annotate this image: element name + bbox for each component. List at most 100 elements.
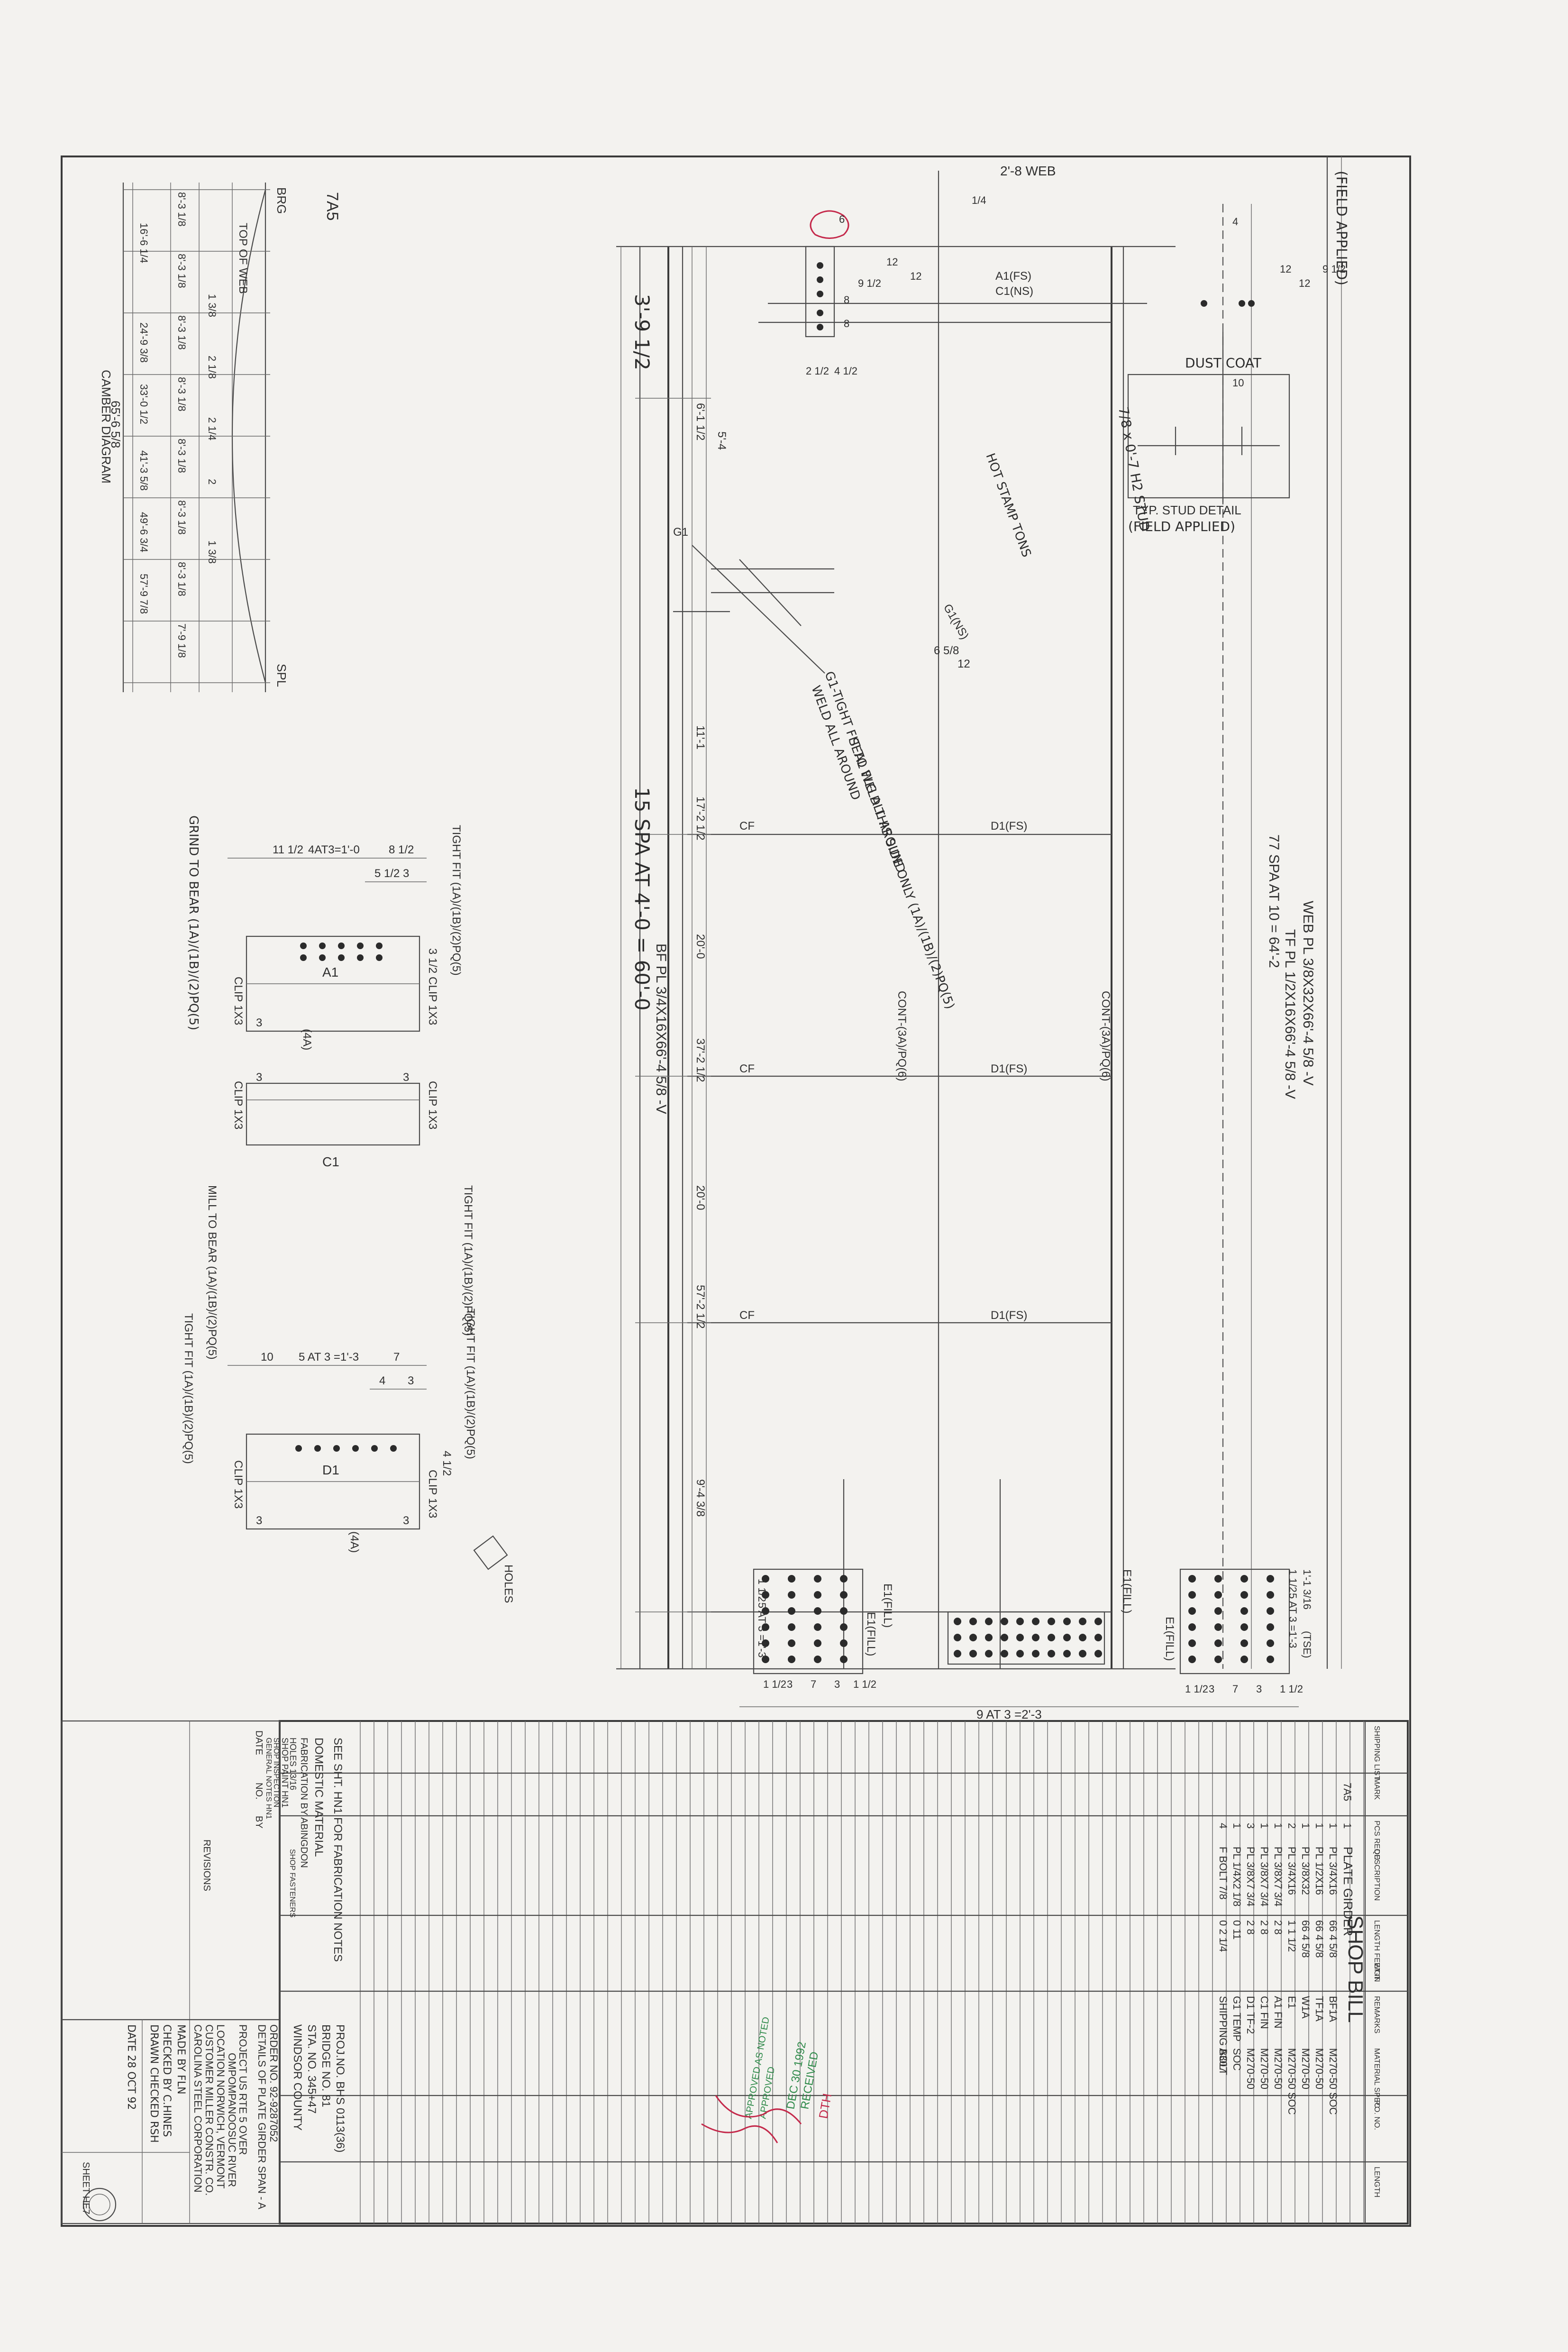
hole-dim-left: 1 1/2 [853,1678,876,1690]
d1-holes-note: HOLES [502,1565,515,1603]
rev-header: REVISIONS [201,1840,212,1891]
bill-cell-len: 0 2 1/4 [1217,1920,1229,1952]
d1-dim: 3 [403,1514,409,1527]
camber-station: 49'-6 3/4 [138,512,150,552]
bolt-hole [814,1607,821,1615]
d1-clip: CLIP 1X3 [426,1470,439,1518]
bill-cell-pcs: 1 [1272,1823,1284,1829]
county: WINDSOR COUNTY [291,2024,304,2131]
bolt-hole [1188,1575,1196,1583]
detail-c1 [246,1082,420,1146]
camber-title: CAMBER DIAGRAM [99,370,113,484]
bill-cell-pcs: 1 [1231,1823,1243,1829]
bolt-hole [1094,1634,1102,1641]
bolt-hole [840,1623,848,1631]
bolt-hole [1016,1634,1024,1641]
bill-cell-spec: M270-50 [1272,2048,1284,2089]
camber-diagram: BRG SPL TOP OF WEB CAMBER DIAGRAM 65'-6 … [99,183,289,692]
camber-station: 16'-6 1/4 [138,223,150,263]
d1-weld4a: (4A) [348,1531,361,1553]
camber-station: 33'-0 1/2 [138,384,150,424]
project: PROJECT US RTE 5 OVER [237,2024,249,2155]
thickness: 6 5/8 [934,644,959,657]
upper-dim: 1/4 [972,194,986,206]
hole-dim-right: 3 [1209,1683,1214,1695]
detail-a1 [228,858,427,1032]
fab-line: SHOP INSPECTION [272,1738,280,1807]
web-plate-label: WEB PL 3/8X32X66'-4 5/8 -V [1300,901,1316,1086]
bolt-hole [1188,1656,1196,1663]
bolt-hole [1032,1634,1039,1641]
bill-cell-desc: PLATE GIRDER [1341,1847,1355,1936]
bill-header: PCS REQD [1373,1821,1381,1860]
bolt-hole [1016,1650,1024,1657]
d1-tight-fit: TIGHT FIT (1A)/(1B)/(2)PQ(5) [464,1309,477,1459]
dim-left: 9'-4 3/8 [694,1479,707,1517]
d1-holes: 5 AT 3 =1'-3 [299,1351,359,1364]
end-fill: E1(FILL) [865,1612,877,1656]
bolt-hole [969,1634,977,1641]
hole-dim-left: 3 [787,1678,793,1690]
bolt-hole [762,1591,769,1599]
bill-cell-desc: PL 3/4X16 [1286,1847,1298,1895]
a1-dim: 3 1/2 [426,948,439,973]
bill-note: SEE SHT. HN1 FOR FABRICATION NOTES [331,1738,344,1962]
c1-clip: CLIP 1X3 [426,1081,439,1129]
bolt-hole [1079,1650,1086,1657]
detail-d1 [228,1365,508,1570]
sheet-no: SHEET HE7 [81,2162,91,2215]
bolt-hole [788,1591,795,1599]
bolt-hole [954,1618,961,1625]
bill-header: LENGTH FEET IN [1373,1920,1381,1982]
camber-span: 8'-3 1/8 [176,192,188,227]
shop-fasteners: SHOP FASTENERS [288,1849,296,1918]
bolt-hole [762,1639,769,1647]
bill-cell-pcs: 4 [1217,1823,1229,1829]
dim-left: 11'-1 [694,725,707,750]
hole-dim-right: (TSE) [1301,1631,1313,1658]
sta-no: STA. NO. 345+47 [305,2024,318,2114]
bill-header: P.O. NO. [1373,2100,1381,2130]
bolt-hole [762,1575,769,1583]
upper-dim: 12 [886,256,898,268]
bolt-hole [1001,1618,1008,1625]
bill-cell-pcs: 1 [1300,1823,1312,1829]
checked-by: CHECKED BY C.HINES [161,2024,173,2137]
stud-spacing-label: 77 SPA AT 10 = 64'-2 [1266,834,1282,968]
bill-cell-rem: W1A [1300,1996,1312,2019]
bill-cell-rem: A1 FIN [1272,1996,1284,2028]
bill-header: DESCRIPTION [1373,1849,1381,1901]
bill-header: MATERIAL SPEC [1373,2048,1381,2108]
bill-header: MARK [1373,1778,1381,1800]
bill-cell-len: 66 4 5/8 [1327,1920,1339,1958]
bolt-hole [1214,1639,1222,1647]
bolt-hole [814,1591,821,1599]
weld-note: CONT-(3A)/PQ(6) [1099,991,1112,1081]
a1-dim: 3 [403,867,409,880]
end-fill: E1(FILL) [881,1583,894,1628]
c1-dim: 3 [403,1071,409,1084]
bolt-hole [969,1618,977,1625]
proj-no: PROJ.NO. BHS 0113(36) [334,2024,346,2152]
bill-cell-spec: M270-50 [1313,2048,1325,2089]
dim-left: 17'-2 1/2 [694,796,707,841]
c1-mill: MILL TO BEAR (1A)/(1B)/(2)PQ(5) [206,1185,219,1360]
bill-cell-desc: PL 1/2X16 [1313,1847,1325,1895]
d1-dim: 3 [256,1514,262,1527]
a1-dim: 8 1/2 [389,843,414,856]
c1-weld4a: (4A) [301,1029,313,1050]
bill-cell-rem: C1 FIN [1258,1996,1270,2029]
bolt-hole [1032,1650,1039,1657]
bolt-hole [1240,1575,1248,1583]
drawn-checked: DRAWN CHECKED RSH [148,2024,160,2143]
rev-header: DATE [254,1730,264,1755]
bolt-hole-patterns [762,1575,1274,1663]
weld-note: CONT-(3A)/PQ(6) [895,991,908,1081]
bill-cell-len: 66 4 5/8 [1300,1920,1312,1958]
details-title: DETAILS OF PLATE GIRDER SPAN - A [256,2024,268,2209]
title-block [61,1720,281,2224]
camber-total: 65'-6 5/8 [109,401,123,448]
location: LOCATION NORWICH, VERMONT [215,2024,227,2188]
